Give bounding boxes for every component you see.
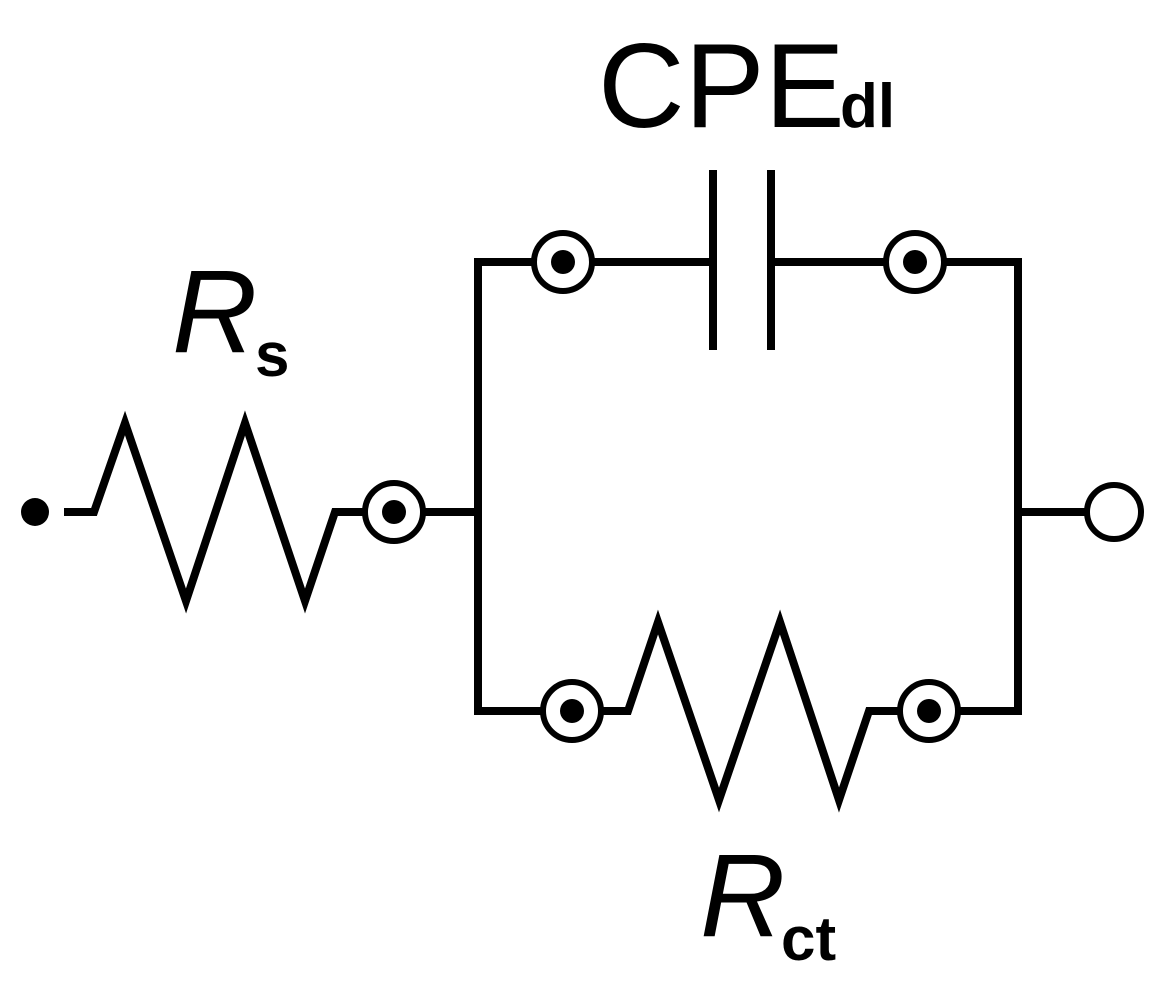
rct-right-node-dot <box>917 699 941 723</box>
rs-resistor <box>64 410 365 614</box>
rct-label: R <box>700 830 785 962</box>
cpe-label: CPE <box>598 19 845 153</box>
rct-resistor <box>600 609 898 813</box>
rs-label: R <box>172 246 257 378</box>
cpe-label-subscript: dl <box>840 72 895 141</box>
input-terminal-dot <box>21 498 49 526</box>
rs-label-subscript: s <box>255 321 289 390</box>
cpe-right-node-dot <box>903 250 927 274</box>
rs-node-dot <box>382 500 406 524</box>
rct-left-node-dot <box>560 699 584 723</box>
rct-label-subscript: ct <box>781 905 836 974</box>
cpe-left-node-dot <box>551 250 575 274</box>
output-terminal-ring <box>1084 482 1144 542</box>
